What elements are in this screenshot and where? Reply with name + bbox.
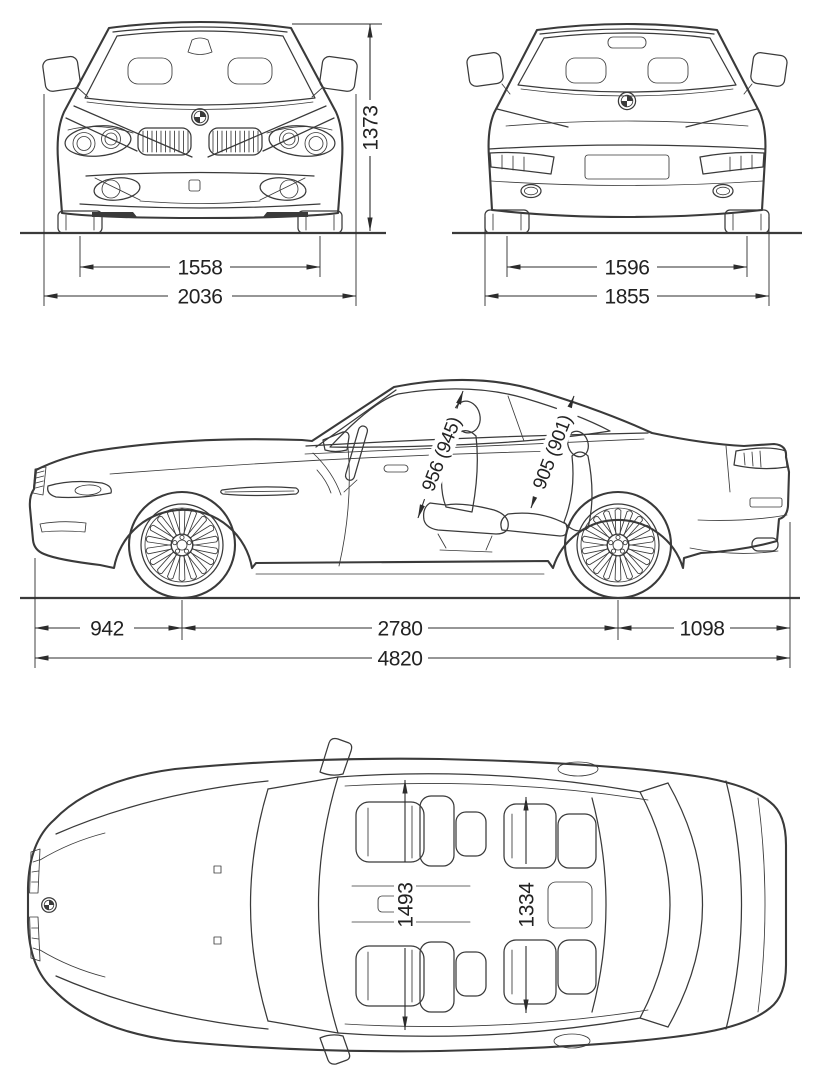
dim-overall-length-value: 4820 [377, 647, 422, 670]
headlight-side [47, 480, 112, 499]
dashboard-sketch [312, 452, 342, 496]
fog-light-left [93, 177, 141, 201]
washer-nozzle [213, 936, 222, 945]
side-body-outline [28, 378, 791, 570]
tail-light-side [733, 447, 788, 470]
front-wheel [129, 492, 235, 598]
dim-rear-overhang-value: 1098 [679, 617, 724, 640]
top-body-outline [26, 757, 788, 1053]
kidney-grille-slats [142, 130, 189, 153]
dim-front-headroom: 956 (945) [413, 390, 469, 519]
rear-reflector [749, 497, 783, 508]
side-view: 942 2780 1098 4820 956 (945) [20, 378, 800, 670]
rear-wheel [565, 492, 671, 598]
top-view: 1493 1334 [26, 737, 788, 1065]
exhaust-tips [520, 183, 734, 199]
steering-wheel [343, 425, 369, 493]
kidney-grille-right [208, 127, 263, 156]
rear-body-outline [487, 22, 767, 219]
bmw-roundel-icon [41, 897, 57, 913]
windshield-arc [317, 776, 339, 1034]
dim-front-track: 1558 [79, 236, 321, 279]
front-headrest-right [227, 57, 273, 85]
kidney-grille-left [137, 127, 192, 156]
dim-front-overhang-value: 942 [90, 617, 124, 640]
rear-view: 1596 1855 [452, 22, 802, 308]
side-mirror-left [466, 52, 511, 95]
rear-window-arc [639, 791, 671, 1019]
dim-front-interior-width-value: 1493 [394, 882, 417, 927]
side-mirror [322, 431, 350, 453]
side-mirror-plan-right [319, 1034, 351, 1065]
dim-rear-body-width-value: 1855 [604, 285, 649, 308]
front-view: 1373 1558 2036 [20, 20, 386, 308]
dim-front-interior-width: 1493 [394, 779, 417, 1031]
dim-rear-track-value: 1596 [604, 256, 649, 279]
side-glass [329, 388, 611, 448]
dim-overall-length: 4820 [34, 647, 791, 670]
dim-wheelbase-value: 2780 [377, 617, 422, 640]
rear-bench-plan [503, 797, 607, 1013]
front-seat-right-plan [355, 941, 487, 1013]
dim-front-overall-width: 2036 [43, 94, 357, 308]
grille-side [32, 466, 47, 496]
door-handle [383, 464, 409, 473]
washer-nozzle [213, 865, 222, 874]
side-mirror-right [311, 55, 358, 98]
side-mirror-right [743, 52, 788, 95]
dim-front-overall-width-value: 2036 [177, 285, 222, 308]
dim-wheelbase: 2780 [181, 617, 619, 640]
kidney-grille-slats [212, 130, 259, 153]
trunk-cut-arc [725, 780, 743, 1030]
rearview-mirror [187, 37, 213, 55]
dim-front-track-value: 1558 [177, 256, 222, 279]
license-plate-recess [584, 154, 670, 180]
dim-rear-track: 1596 [506, 236, 748, 279]
grille-plan [29, 848, 41, 962]
door-handle-plan [557, 761, 599, 777]
front-windshield [84, 30, 316, 106]
dim-rear-interior-width: 1334 [515, 796, 538, 1014]
front-seat-left-plan [355, 795, 487, 867]
side-mirror-plan-left [319, 737, 353, 776]
dim-rear-overhang: 1098 [617, 617, 791, 640]
front-intake [39, 521, 87, 533]
exhaust-side [751, 537, 779, 552]
bmw-roundel-icon [617, 91, 637, 111]
dim-front-height: 1373 [292, 23, 382, 232]
fender-gill [220, 486, 300, 497]
headlight-left [64, 125, 132, 157]
chin-spoiler [92, 212, 308, 217]
tail-light-right [699, 151, 765, 175]
dim-rear-headroom-value: 905 (901) [529, 412, 576, 492]
tail-light-left [489, 151, 555, 175]
dim-front-height-value: 1373 [359, 105, 382, 150]
dim-rear-interior-width-value: 1334 [515, 882, 538, 928]
rear-window [517, 32, 737, 93]
front-headrest-left [127, 57, 173, 85]
brake-light [607, 36, 647, 49]
door-cut [338, 446, 350, 567]
dim-front-overhang: 942 [34, 617, 183, 640]
sensor-square [188, 179, 201, 192]
headlight-right [268, 125, 336, 157]
bmw-roundel-icon [191, 108, 209, 126]
fog-light-right [259, 177, 307, 201]
dim-rear-body-width: 1855 [484, 217, 770, 308]
rear-headrest-left [565, 57, 607, 84]
rear-headrest-right [647, 57, 689, 84]
cowl-arc [249, 788, 269, 1022]
side-mirror-left [42, 55, 89, 98]
door-handle-plan [553, 1033, 591, 1049]
